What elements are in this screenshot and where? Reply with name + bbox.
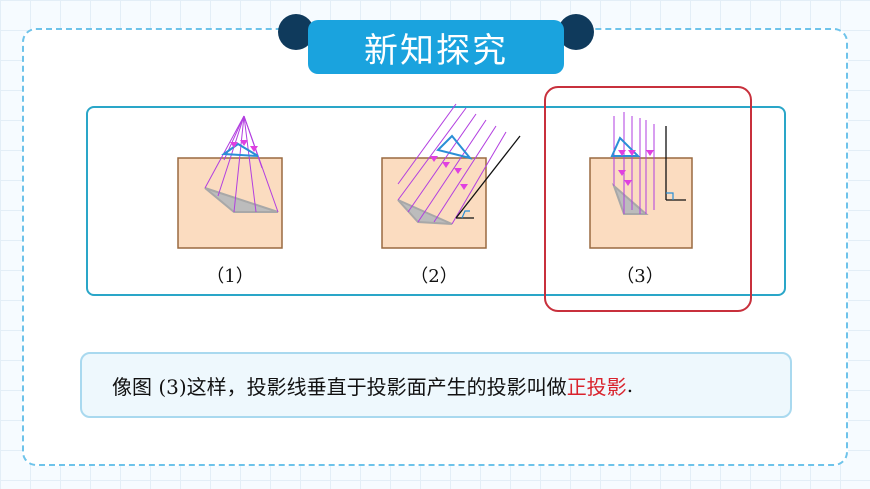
arrows-2 <box>430 156 468 190</box>
projection-lines-1 <box>204 115 279 213</box>
title-cap-right <box>558 14 594 50</box>
right-angle-mark-3 <box>666 192 674 200</box>
figure-label-3: （3） <box>616 266 664 287</box>
projection-plane-2 <box>381 157 487 249</box>
figure-label-1: （1） <box>206 266 254 287</box>
object-triangle-2 <box>436 134 473 160</box>
caption-keyword: 正投影 <box>566 374 627 399</box>
page-title: 新知探究 <box>364 30 508 71</box>
caption-suffix: . <box>626 373 634 397</box>
figure-central-projection <box>177 115 283 249</box>
direction-line-2 <box>455 135 521 219</box>
title-banner: 新知探究 <box>278 14 594 76</box>
arrows-1 <box>230 140 258 152</box>
shadow-3 <box>611 182 649 215</box>
definition-caption: 像图 (3)这样，投影线垂直于投影面产生的投影叫做正投影. <box>80 352 792 418</box>
projection-plane-3 <box>589 157 693 249</box>
caption-prefix: 像图 (3)这样，投影线垂直于投影面产生的投影叫做 <box>112 374 567 399</box>
figure-orthographic-projection <box>589 112 693 249</box>
object-triangle-1 <box>221 142 259 157</box>
angle-mark-2 <box>461 210 470 219</box>
arrows-3 <box>618 150 654 186</box>
shadow-1 <box>204 187 279 213</box>
figure-3-highlight <box>544 86 752 312</box>
figure-oblique-projection <box>381 103 521 249</box>
title-tab: 新知探究 <box>308 20 564 74</box>
projection-lines-2 <box>397 103 507 225</box>
object-triangle-3 <box>610 136 641 157</box>
figure-label-2: （2） <box>410 266 458 287</box>
